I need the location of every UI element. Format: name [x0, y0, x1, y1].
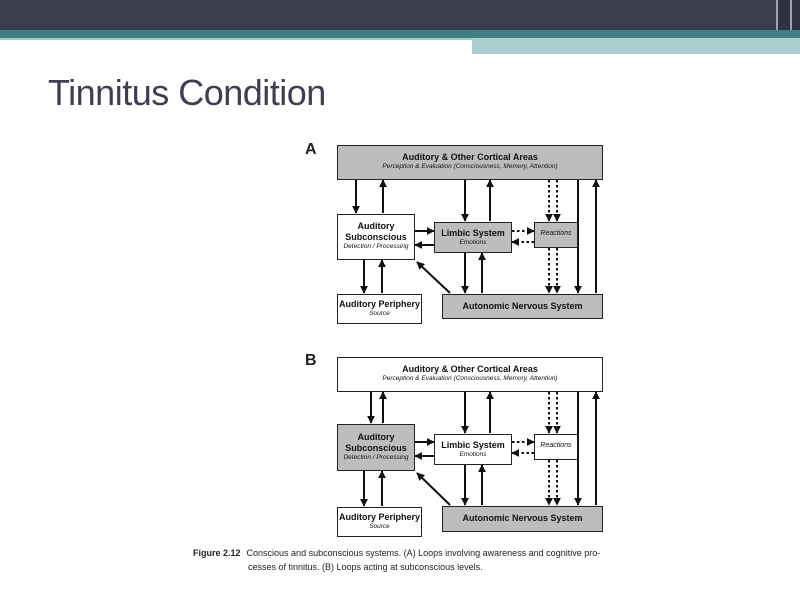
- panel-b-periphery-title: Auditory Periphery: [338, 512, 421, 522]
- slide-light-line: [0, 38, 472, 40]
- panel-b-cortical-box: Auditory & Other Cortical Areas Percepti…: [337, 357, 603, 392]
- panel-a-periphery-title: Auditory Periphery: [338, 299, 421, 309]
- panel-b-periphery-box: Auditory Periphery Source: [337, 507, 422, 537]
- panel-a-subconscious-title-2: Subconscious: [345, 232, 407, 242]
- panel-a-limbic-box: Limbic System Emotions: [434, 222, 512, 253]
- panel-b-subconscious-subtitle: Detection / Processing: [343, 454, 409, 461]
- slide-teal-band: [0, 30, 800, 38]
- slide-top-bar: [0, 0, 800, 30]
- panel-a-letter: A: [305, 141, 317, 158]
- panel-a-periphery-subtitle: Source: [369, 310, 390, 317]
- figure-caption: Figure 2.12 Conscious and subconscious sy…: [193, 546, 663, 574]
- panel-a-cortical-box: Auditory & Other Cortical Areas Percepti…: [337, 145, 603, 180]
- panel-b-letter: B: [305, 352, 317, 369]
- panel-b-cortical-subtitle: Perception & Evaluation (Consciousness, …: [382, 375, 558, 382]
- slide-light-band: [472, 38, 800, 54]
- panel-a-reactions-title: Reactions: [540, 230, 572, 237]
- panel-a-reactions-box: Reactions: [534, 222, 578, 248]
- panel-b-subconscious-title-2: Subconscious: [345, 443, 407, 453]
- panel-a-cortical-title: Auditory & Other Cortical Areas: [402, 152, 538, 162]
- figure-caption-label: Figure 2.12: [193, 548, 241, 558]
- panel-b-autonomic-title: Autonomic Nervous System: [462, 513, 583, 523]
- panel-b-reactions-box: Reactions: [534, 434, 578, 460]
- panel-a-autonomic-box: Autonomic Nervous System: [442, 294, 603, 319]
- top-bar-dark-segment: [776, 0, 800, 30]
- panel-b-subconscious-title-1: Auditory: [357, 432, 395, 442]
- panel-a-subconscious-subtitle: Detection / Processing: [343, 243, 409, 250]
- panel-b-cortical-title: Auditory & Other Cortical Areas: [402, 364, 538, 374]
- figure-caption-line2: cesses of tinnitus. (B) Loops acting at …: [248, 562, 483, 572]
- panel-a-subconscious-title-1: Auditory: [357, 221, 395, 231]
- figure-caption-line1: Conscious and subconscious systems. (A) …: [246, 548, 601, 558]
- panel-b-limbic-title: Limbic System: [441, 440, 505, 450]
- slide-title: Tinnitus Condition: [48, 72, 326, 113]
- panel-b-subconscious-box: Auditory Subconscious Detection / Proces…: [337, 424, 415, 471]
- top-bar-divider-2: [790, 0, 792, 40]
- panel-a-autonomic-title: Autonomic Nervous System: [462, 301, 583, 311]
- panel-a-periphery-box: Auditory Periphery Source: [337, 294, 422, 324]
- panel-b-limbic-subtitle: Emotions: [459, 451, 487, 458]
- panel-b-autonomic-box: Autonomic Nervous System: [442, 506, 603, 532]
- panel-b-reactions-title: Reactions: [540, 442, 572, 449]
- panel-a-limbic-title: Limbic System: [441, 228, 505, 238]
- panel-a-limbic-subtitle: Emotions: [459, 239, 487, 246]
- panel-b-periphery-subtitle: Source: [369, 523, 390, 530]
- top-bar-divider-1: [776, 0, 778, 40]
- panel-a-cortical-subtitle: Perception & Evaluation (Consciousness, …: [382, 163, 558, 170]
- panel-b-limbic-box: Limbic System Emotions: [434, 434, 512, 465]
- panel-a-subconscious-box: Auditory Subconscious Detection / Proces…: [337, 214, 415, 260]
